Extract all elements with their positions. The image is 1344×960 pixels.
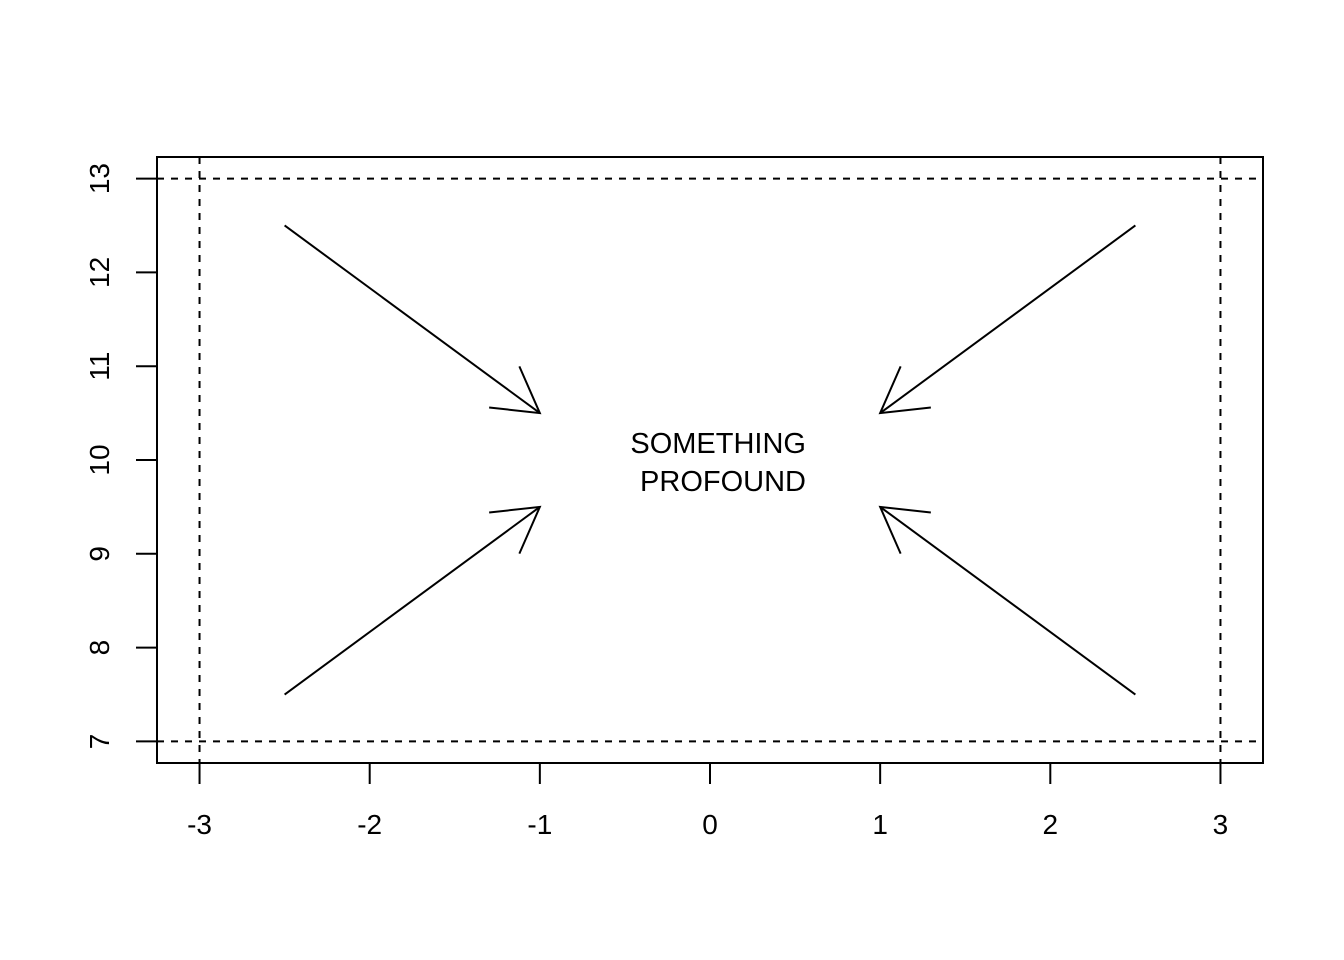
x-tick-label-1: -2 [357,809,382,840]
x-tick-label-0: -3 [187,809,212,840]
y-tick-label-4: 11 [84,352,115,381]
x-tick-label-2: -1 [527,809,552,840]
arrow-head-0 [489,365,542,415]
y-tick-label-5: 12 [84,257,115,288]
annotation-line-1: SOMETHING [630,428,806,460]
arrow-shaft-2 [284,506,541,696]
y-tick-label-6: 13 [84,163,115,194]
x-tick-label-3: 0 [702,809,718,840]
x-tick-label-4: 1 [872,809,888,840]
x-tick-label-5: 2 [1043,809,1059,840]
arrows [284,224,1136,696]
y-tick-label-2: 9 [84,546,115,562]
reference-lines [157,157,1263,763]
y-tick-label-1: 8 [84,640,115,656]
annotation-line-2: PROFOUND [640,466,806,498]
arrow-head-1 [878,365,931,415]
x-axis: -3 -2 -1 0 1 2 3 [187,762,1229,840]
x-tick-label-6: 3 [1213,809,1229,840]
y-axis: 7 8 9 10 11 12 13 [84,163,158,750]
plot-box [156,156,1264,764]
arrow-shaft-0 [284,224,541,414]
arrow-shaft-1 [879,224,1136,414]
y-tick-label-0: 7 [84,734,115,750]
arrow-head-3 [878,505,931,555]
y-tick-label-3: 10 [84,444,115,475]
arrow-shaft-3 [879,506,1136,696]
arrow-head-2 [489,505,542,555]
